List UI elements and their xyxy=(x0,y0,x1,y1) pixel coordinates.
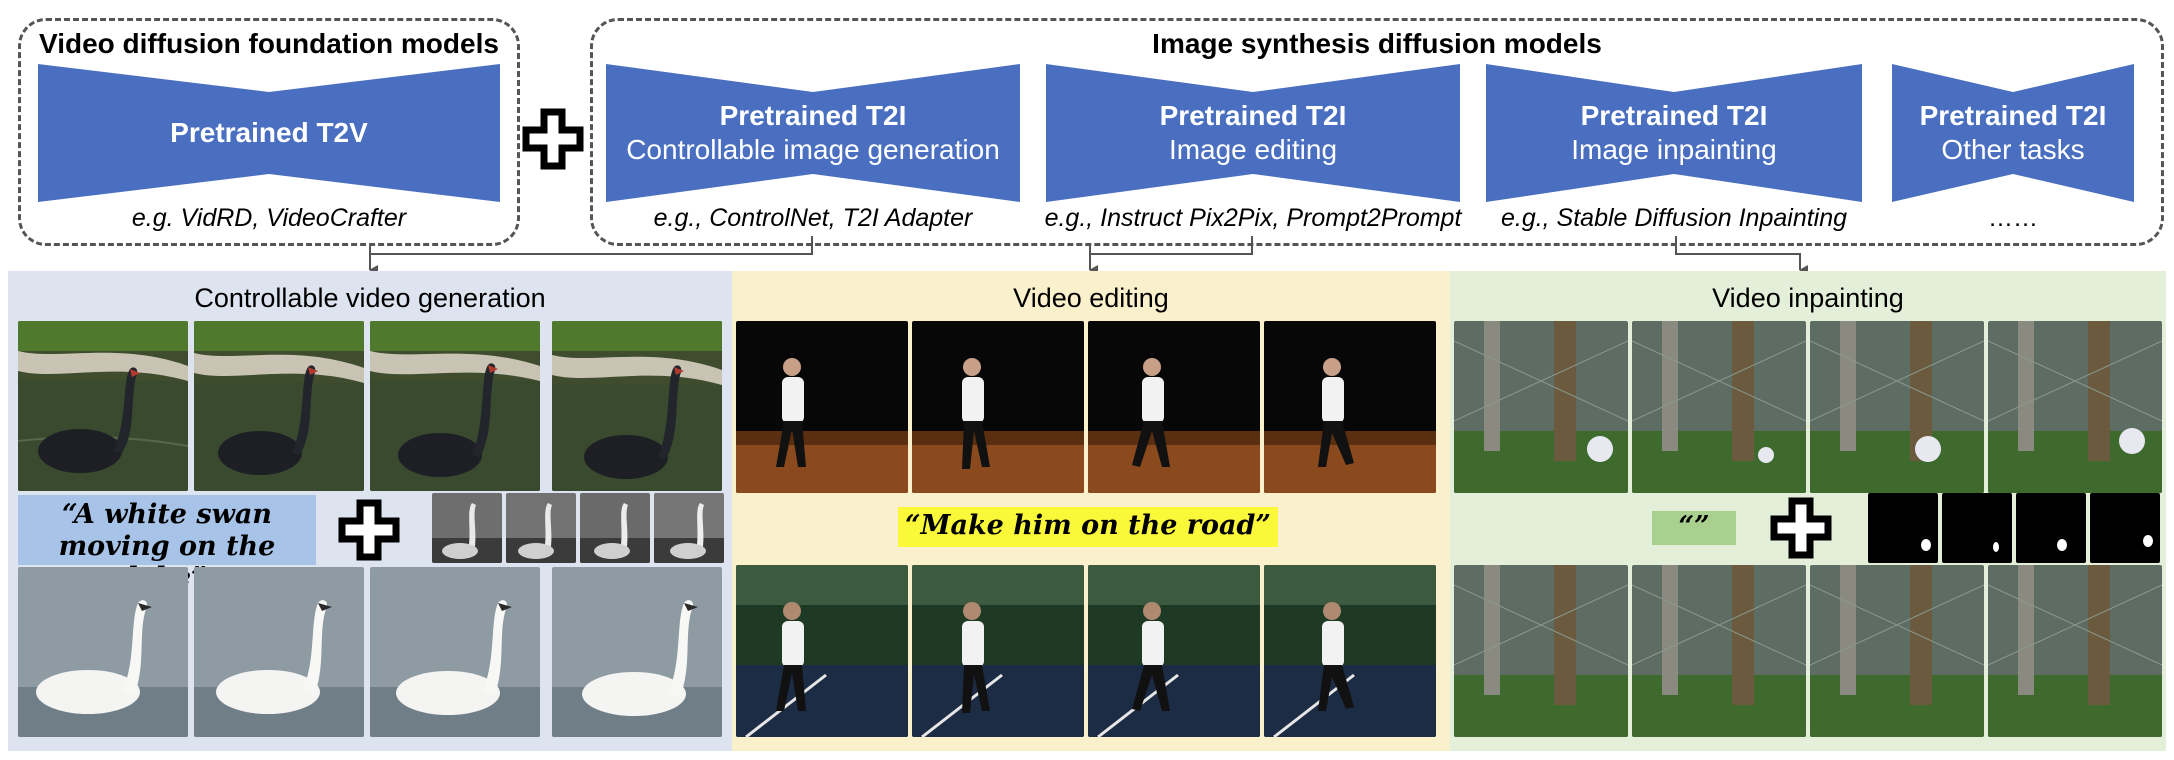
t2i-examples: e.g., Instruct Pix2Pix, Prompt2Prompt xyxy=(1044,204,1462,232)
dancer-frame xyxy=(736,321,908,493)
hourglass-shape-icon xyxy=(1892,64,2134,202)
editing-prompt-text: “Make him on the road” xyxy=(905,510,1271,541)
ball-frame xyxy=(1632,321,1806,493)
hourglass-shape-icon xyxy=(1046,64,1460,202)
dancer-road-frame xyxy=(1264,565,1436,737)
white-swan-frame xyxy=(370,567,540,737)
t2i-model-block: Pretrained T2I Other tasks xyxy=(1892,64,2134,202)
inpainted-frame xyxy=(1454,565,1628,737)
t2i-examples: e.g., ControlNet, T2I Adapter xyxy=(653,204,973,232)
ball-frame xyxy=(1988,321,2162,493)
t2i-task: Image inpainting xyxy=(1571,134,1777,165)
dancer-road-frame xyxy=(736,565,908,737)
mask-frame xyxy=(2016,493,2086,563)
t2i-title: Pretrained T2I xyxy=(1580,100,1768,131)
prompt-line-1: “A white swan xyxy=(62,499,272,530)
video-editing-panel: Video editing xyxy=(732,271,1450,751)
inpainted-frame xyxy=(1810,565,1984,737)
plus-icon xyxy=(1770,497,1832,559)
mask-frame xyxy=(1942,493,2012,563)
image-group-title: Image synthesis diffusion models xyxy=(1152,28,1602,59)
hourglass-shape-icon xyxy=(606,64,1020,202)
hourglass-shape-icon xyxy=(1486,64,1862,202)
dancer-frame xyxy=(1264,321,1436,493)
inpainted-frame xyxy=(1988,565,2162,737)
plus-icon xyxy=(338,499,400,561)
inpainting-prompt-text: “” xyxy=(1678,511,1710,542)
depth-map-frame xyxy=(506,493,576,563)
t2i-task: Other tasks xyxy=(1941,134,2085,165)
t2i-model-block: Pretrained T2I Controllable image genera… xyxy=(606,64,1020,202)
ball-frame xyxy=(1810,321,1984,493)
t2v-examples: e.g. VidRD, VideoCrafter xyxy=(131,204,407,232)
video-foundation-group xyxy=(18,18,520,246)
plus-icon xyxy=(522,108,584,170)
depth-map-frame xyxy=(654,493,724,563)
hourglass-shape-icon xyxy=(38,64,500,202)
t2i-title: Pretrained T2I xyxy=(1919,100,2107,131)
inpainted-frame xyxy=(1632,565,1806,737)
ball-frame xyxy=(1454,321,1628,493)
t2i-examples: e.g., Stable Diffusion Inpainting xyxy=(1500,204,1848,232)
t2i-title: Pretrained T2I xyxy=(1159,100,1347,131)
white-swan-frame xyxy=(552,567,722,737)
t2i-task: Image editing xyxy=(1168,134,1338,165)
video-group-title: Video diffusion foundation models xyxy=(39,28,499,59)
dancer-frame xyxy=(912,321,1084,493)
inpainting-panel-title: Video inpainting xyxy=(1712,283,1904,313)
black-swan-frame xyxy=(370,321,540,491)
white-swan-frame xyxy=(194,567,364,737)
t2v-title: Pretrained T2V xyxy=(170,117,368,148)
depth-map-frame xyxy=(432,493,502,563)
controllable-prompt: “A white swan moving on the lake” xyxy=(18,495,316,593)
t2i-model-block: Pretrained T2I Image inpainting xyxy=(1486,64,1862,202)
black-swan-frame xyxy=(194,321,364,491)
dancer-road-frame xyxy=(912,565,1084,737)
dancer-frame xyxy=(1088,321,1260,493)
t2i-task: Controllable image generation xyxy=(626,134,1000,165)
t2v-model-block: Pretrained T2V xyxy=(38,64,500,202)
video-inpainting-panel: Video inpainting xyxy=(1450,271,2166,751)
image-synthesis-group xyxy=(590,18,2164,246)
depth-map-frame xyxy=(580,493,650,563)
t2i-examples-ellipsis: …… xyxy=(1988,204,2038,232)
controllable-panel-title: Controllable video generation xyxy=(194,283,546,313)
controllable-video-panel: Controllable video generation xyxy=(8,271,732,751)
t2i-title: Pretrained T2I xyxy=(719,100,907,131)
inpainting-prompt: “” xyxy=(1652,511,1736,545)
editing-panel-title: Video editing xyxy=(1013,283,1169,313)
mask-frame xyxy=(2090,493,2160,563)
white-swan-frame xyxy=(18,567,188,737)
t2i-model-block: Pretrained T2I Image editing xyxy=(1046,64,1460,202)
black-swan-frame xyxy=(18,321,188,491)
dancer-road-frame xyxy=(1088,565,1260,737)
editing-prompt: “Make him on the road” xyxy=(898,507,1278,547)
connector-arrows xyxy=(369,236,1808,275)
black-swan-frame xyxy=(552,321,722,491)
mask-frame xyxy=(1868,493,1938,563)
